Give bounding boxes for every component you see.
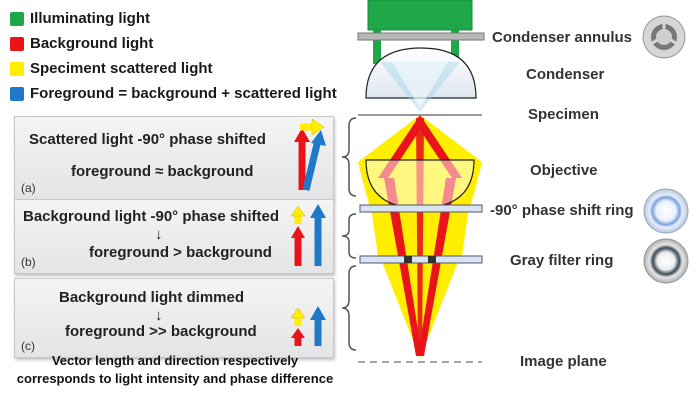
red-vector-head: [291, 226, 305, 238]
panel-b-tag: (b): [21, 255, 36, 269]
gray-filter-dot-right: [428, 256, 436, 263]
annulus-spokes: [650, 22, 678, 46]
panel-b-line1: Background light -90° phase shifted: [23, 208, 280, 225]
red-beam-left-cross: [384, 178, 422, 356]
panel-a-arrows: [294, 118, 326, 191]
panel-c-arrow: ↓: [155, 307, 163, 324]
blue-vector-head: [310, 306, 326, 320]
gray-ring-disc: [643, 238, 689, 284]
braces: [341, 117, 357, 351]
legend-label: Background light: [30, 35, 154, 52]
annulus-spoke: [650, 38, 658, 46]
annulus-spoke: [670, 38, 678, 46]
panel-b-line2: foreground > background: [89, 244, 272, 261]
light-source: [367, 0, 473, 31]
gray-ring-icon: [643, 238, 689, 284]
legend-label: Speciment scattered light: [30, 60, 213, 77]
green-beam-left: [373, 30, 381, 64]
legend-item-background: Background light: [10, 31, 337, 56]
yellow-vector-head: [311, 118, 325, 136]
panel-a-line2: foreground ≈ background: [71, 163, 254, 180]
legend: Illuminating light Background light Spec…: [10, 6, 337, 106]
label-image-plane: Image plane: [520, 353, 607, 370]
panel-a-line1: Scattered light -90° phase shifted: [29, 131, 266, 148]
red-vector-head: [294, 128, 310, 142]
panel-c: Background light dimmed ↓ foreground >> …: [14, 278, 334, 358]
label-specimen: Specimen: [528, 106, 599, 123]
blue-vector-head: [311, 130, 326, 146]
green-beam-right: [451, 30, 459, 64]
brace-b: [341, 213, 357, 259]
gray-filter-dot-left: [404, 256, 412, 263]
caption-line2: corresponds to light intensity and phase…: [16, 371, 334, 386]
label-gray-ring: Gray filter ring: [510, 252, 614, 269]
panel-c-arrows: [290, 306, 326, 346]
caption: Vector length and direction respectively…: [0, 352, 350, 388]
panel-b-arrows: [290, 204, 326, 266]
phase-shift-plate: [359, 204, 483, 213]
legend-label: Foreground = background + scattered ligh…: [30, 85, 337, 102]
condenser-annulus-plate: [357, 32, 485, 41]
panel-c-line2: foreground >> background: [65, 323, 257, 340]
blue-vector-head: [310, 204, 326, 218]
label-phase-ring: -90° phase shift ring: [490, 202, 634, 219]
legend-item-foreground: Foreground = background + scattered ligh…: [10, 81, 337, 106]
legend-label: Illuminating light: [30, 10, 150, 27]
brace-c: [341, 265, 357, 351]
legend-item-scattered: Speciment scattered light: [10, 56, 337, 81]
panel-c-line1: Background light dimmed: [59, 289, 245, 306]
red-beam-right-cross: [418, 178, 456, 356]
panel-a-tag: (a): [21, 181, 36, 195]
label-condenser-annulus: Condenser annulus: [492, 29, 633, 46]
blue-vector: [302, 139, 322, 191]
legend-swatch-red: [10, 36, 24, 51]
light-path: [357, 0, 485, 363]
label-condenser: Condenser: [526, 66, 605, 83]
legend-swatch-yellow: [10, 61, 24, 76]
panel-b-arrow: ↓: [155, 226, 163, 243]
panel-b: Background light -90° phase shifted ↓ fo…: [14, 199, 334, 274]
legend-item-illuminating: Illuminating light: [10, 6, 337, 31]
annulus-core: [656, 29, 672, 45]
phase-ring-disc: [643, 188, 689, 234]
yellow-vector-head: [290, 307, 306, 319]
caption-line1: Vector length and direction respectively: [51, 353, 299, 368]
condenser-cone-inner: [392, 62, 448, 108]
panel-a: Scattered light -90° phase shifted foreg…: [14, 116, 334, 200]
legend-swatch-blue: [10, 86, 24, 101]
condenser-annulus-icon: [642, 15, 686, 59]
phase-ring-icon: [643, 188, 689, 234]
panel-c-tag: (c): [21, 339, 35, 353]
legend-swatch-green: [10, 11, 24, 26]
red-vector-head: [291, 328, 305, 338]
label-objective: Objective: [530, 162, 598, 179]
brace-a: [341, 117, 357, 197]
yellow-vector-head: [290, 205, 306, 217]
gray-filter-plate: [359, 255, 483, 264]
